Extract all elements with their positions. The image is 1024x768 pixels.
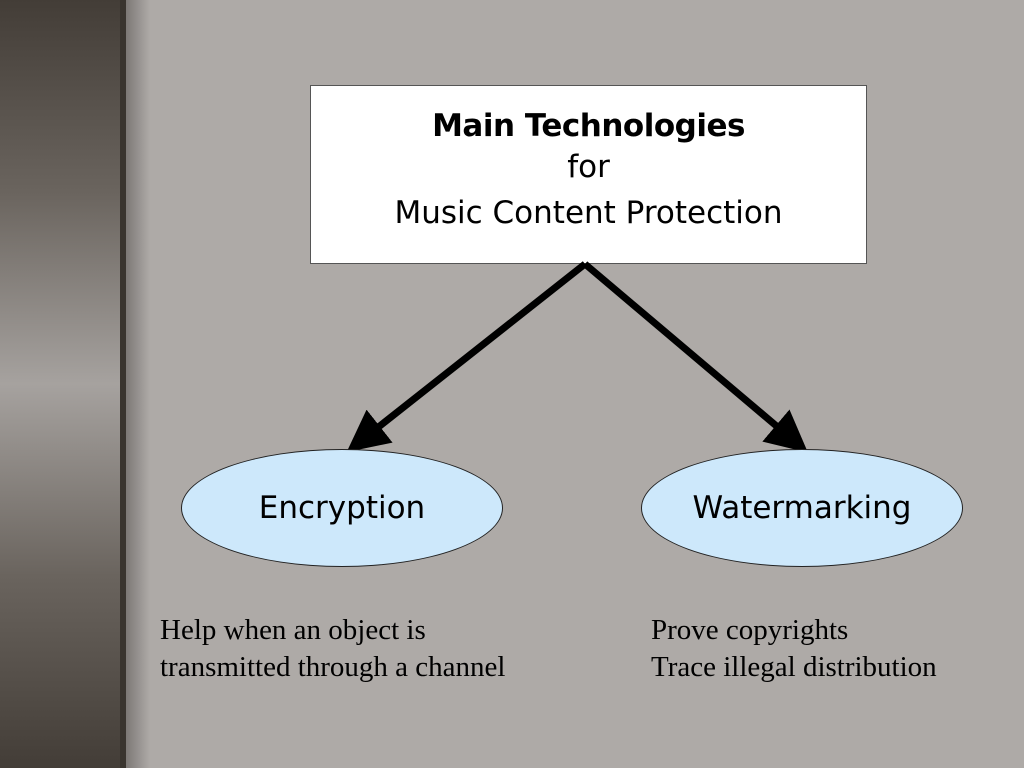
- encryption-description: Help when an object is transmitted throu…: [160, 612, 505, 686]
- node-watermarking-label: Watermarking: [692, 490, 912, 526]
- title-heading: Main Technologies: [432, 108, 745, 144]
- title-box: Main Technologies for Music Content Prot…: [310, 85, 867, 264]
- watermarking-description: Prove copyrights Trace illegal distribut…: [651, 612, 937, 686]
- side-bar-edge: [120, 0, 126, 768]
- encryption-description-line: Help when an object is: [160, 614, 426, 646]
- side-bar-shadow: [126, 0, 150, 768]
- title-subject: Music Content Protection: [394, 195, 783, 231]
- arrow-to-encryption: [346, 261, 588, 453]
- encryption-description-line: transmitted through a channel: [160, 651, 506, 683]
- side-gradient-bar: [0, 0, 122, 768]
- arrow-to-watermarking: [582, 261, 808, 453]
- node-encryption-label: Encryption: [258, 490, 426, 526]
- node-watermarking: Watermarking: [641, 449, 963, 567]
- watermarking-description-line: Prove copyrights: [651, 614, 849, 646]
- title-for: for: [567, 149, 610, 185]
- watermarking-description-line: Trace illegal distribution: [651, 651, 937, 683]
- node-encryption: Encryption: [181, 449, 503, 567]
